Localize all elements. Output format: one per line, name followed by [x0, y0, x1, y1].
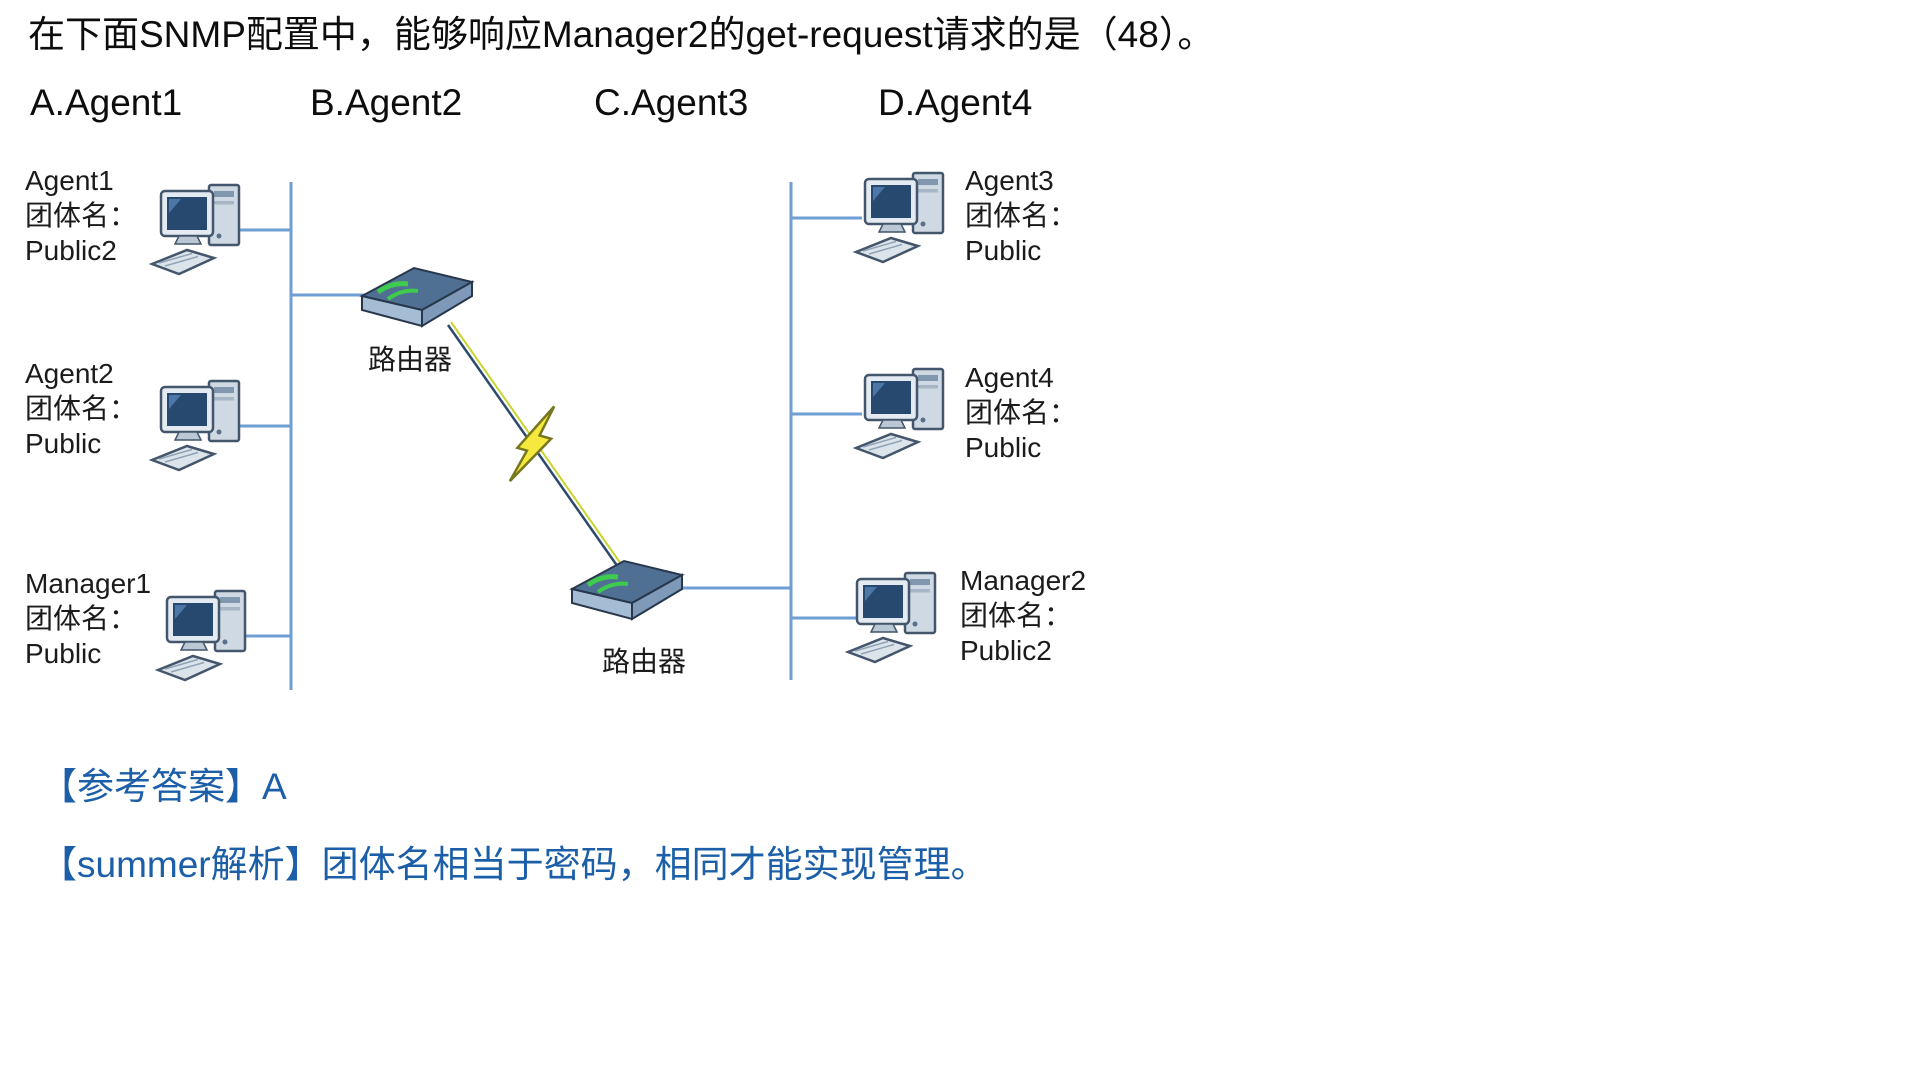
agent2-community-label: 团体名： [25, 393, 138, 424]
agent1-community-label: 团体名： [25, 200, 138, 231]
agent3-name: Agent3 [965, 165, 1054, 196]
question-title: 在下面SNMP配置中，能够响应Manager2的get-request请求的是（… [28, 14, 1215, 55]
node-label-manager2: Manager2 团体名： Public2 [960, 563, 1086, 668]
node-label-manager1: Manager1 团体名： Public [25, 566, 151, 671]
agent4-name: Agent4 [965, 362, 1054, 393]
reference-answer: 【参考答案】A [40, 766, 287, 807]
manager1-community: Public [25, 638, 102, 669]
router2-label: 路由器 [602, 646, 687, 677]
option-a: A.Agent1 [30, 82, 183, 123]
answer-analysis: 【summer解析】团体名相当于密码，相同才能实现管理。 [40, 844, 988, 885]
manager2-community: Public2 [960, 635, 1052, 666]
computer-icon-manager2 [846, 571, 937, 664]
node-label-agent2: Agent2 团体名： Public [25, 356, 137, 461]
computer-icon-agent1 [150, 183, 241, 276]
computer-icon-agent4 [854, 367, 945, 460]
agent3-community-label: 团体名： [965, 200, 1078, 231]
agent2-name: Agent2 [25, 358, 114, 389]
option-d: D.Agent4 [878, 82, 1033, 123]
router1-label: 路由器 [368, 344, 453, 375]
node-label-agent4: Agent4 团体名： Public [965, 360, 1077, 465]
option-b: B.Agent2 [310, 82, 463, 123]
computer-icon-agent2 [150, 379, 241, 472]
manager1-name: Manager1 [25, 568, 152, 599]
manager2-name: Manager2 [960, 565, 1087, 596]
computer-icon-manager1 [156, 589, 247, 682]
manager2-community-label: 团体名： [960, 600, 1073, 631]
agent4-community-label: 团体名： [965, 397, 1078, 428]
router-icon-1 [362, 268, 472, 326]
router-icon-2 [572, 561, 682, 619]
agent1-name: Agent1 [25, 165, 114, 196]
option-c: C.Agent3 [594, 82, 749, 123]
node-label-agent1: Agent1 团体名： Public2 [25, 163, 137, 268]
manager1-community-label: 团体名： [25, 603, 138, 634]
agent2-community: Public [25, 428, 102, 459]
agent4-community: Public [965, 432, 1042, 463]
computer-icon-agent3 [854, 171, 945, 264]
agent3-community: Public [965, 235, 1042, 266]
agent1-community: Public2 [25, 235, 117, 266]
node-label-agent3: Agent3 团体名： Public [965, 163, 1077, 268]
